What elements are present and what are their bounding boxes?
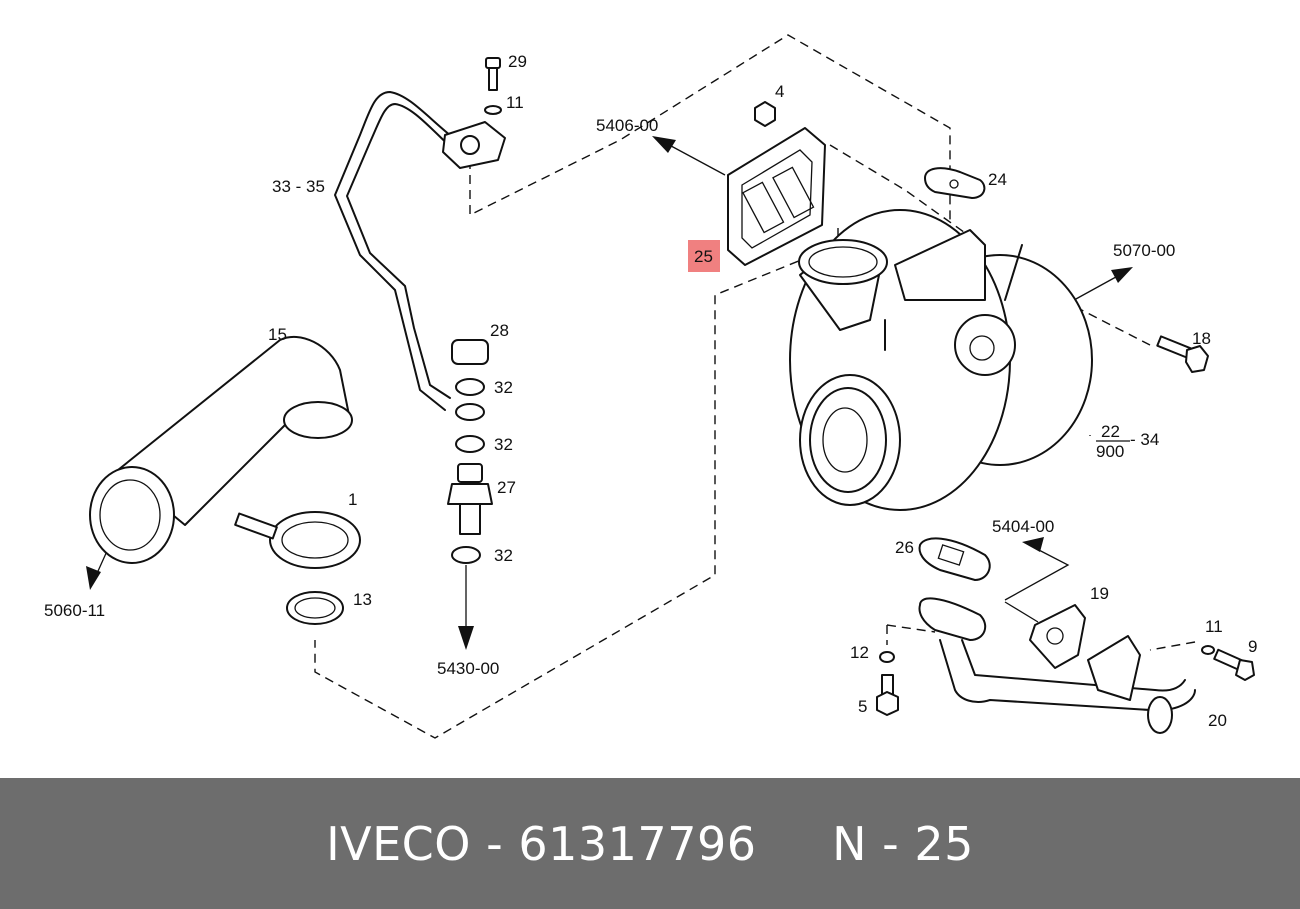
oil-feed-pipe xyxy=(334,91,506,411)
gasket-26 xyxy=(918,537,991,581)
label-32-b: 32 xyxy=(494,435,513,454)
nut-4 xyxy=(754,101,776,127)
oil-return-pipe-20 xyxy=(918,597,1196,734)
label-32-a: 32 xyxy=(494,378,513,397)
separator: - xyxy=(471,816,519,871)
label-22: 22 xyxy=(1101,422,1120,441)
bolt-18 xyxy=(1156,335,1209,373)
label-33-35: 33 - 35 xyxy=(272,177,325,196)
highlight-box xyxy=(688,240,720,272)
gasket-24 xyxy=(924,167,986,199)
label-5406-00: 5406-00 xyxy=(596,116,658,135)
spacer xyxy=(757,817,833,871)
o-ring-13 xyxy=(286,591,344,625)
label-29: 29 xyxy=(508,52,527,71)
diagram-reference: N - 25 xyxy=(832,816,974,871)
label-5070-00: 5070-00 xyxy=(1113,241,1175,260)
label-12: 12 xyxy=(850,643,869,662)
label-34: - 34 xyxy=(1130,430,1159,449)
label-20: 20 xyxy=(1208,711,1227,730)
turbocharger xyxy=(789,209,1093,511)
part-labels: 29 11 4 5406-00 24 33 - 35 25 5070-00 28… xyxy=(44,52,1257,730)
label-9: 9 xyxy=(1248,637,1257,656)
label-5404-00: 5404-00 xyxy=(992,517,1054,536)
label-32-c: 32 xyxy=(494,546,513,565)
brand-name: IVECO xyxy=(326,816,472,871)
label-11-top: 11 xyxy=(506,93,524,112)
gasket-25 xyxy=(727,127,826,266)
label-18: 18 xyxy=(1192,329,1211,348)
label-25: 25 xyxy=(694,247,713,266)
diagram-canvas: 29 11 4 5406-00 24 33 - 35 25 5070-00 28… xyxy=(44,34,1257,739)
label-5060-11: 5060-11 xyxy=(44,601,105,620)
part-number: 61317796 xyxy=(518,816,757,871)
label-13: 13 xyxy=(353,590,372,609)
label-1: 1 xyxy=(348,490,357,509)
clamp-1 xyxy=(234,511,361,569)
oil-fittings xyxy=(447,339,493,564)
exploded-parts-diagram: 29 11 4 5406-00 24 33 - 35 25 5070-00 28… xyxy=(44,34,1258,739)
label-24: 24 xyxy=(988,170,1007,189)
label-5430-00: 5430-00 xyxy=(437,659,499,678)
part-number-footer: IVECO - 61317796 N - 25 xyxy=(0,778,1300,909)
bolt-29 xyxy=(484,57,502,115)
leader-lines xyxy=(86,136,1133,650)
small-fasteners xyxy=(876,645,1255,716)
label-5: 5 xyxy=(858,697,867,716)
label-27: 27 xyxy=(497,478,516,497)
label-900: 900 xyxy=(1096,442,1124,461)
label-26: 26 xyxy=(895,538,914,557)
label-4: 4 xyxy=(775,82,784,101)
label-11-bottom: 11 xyxy=(1205,617,1223,636)
hose-15 xyxy=(89,335,353,564)
label-15: 15 xyxy=(268,325,287,344)
label-28: 28 xyxy=(490,321,509,340)
label-19: 19 xyxy=(1090,584,1109,603)
o-ring-13-inner xyxy=(294,597,336,619)
